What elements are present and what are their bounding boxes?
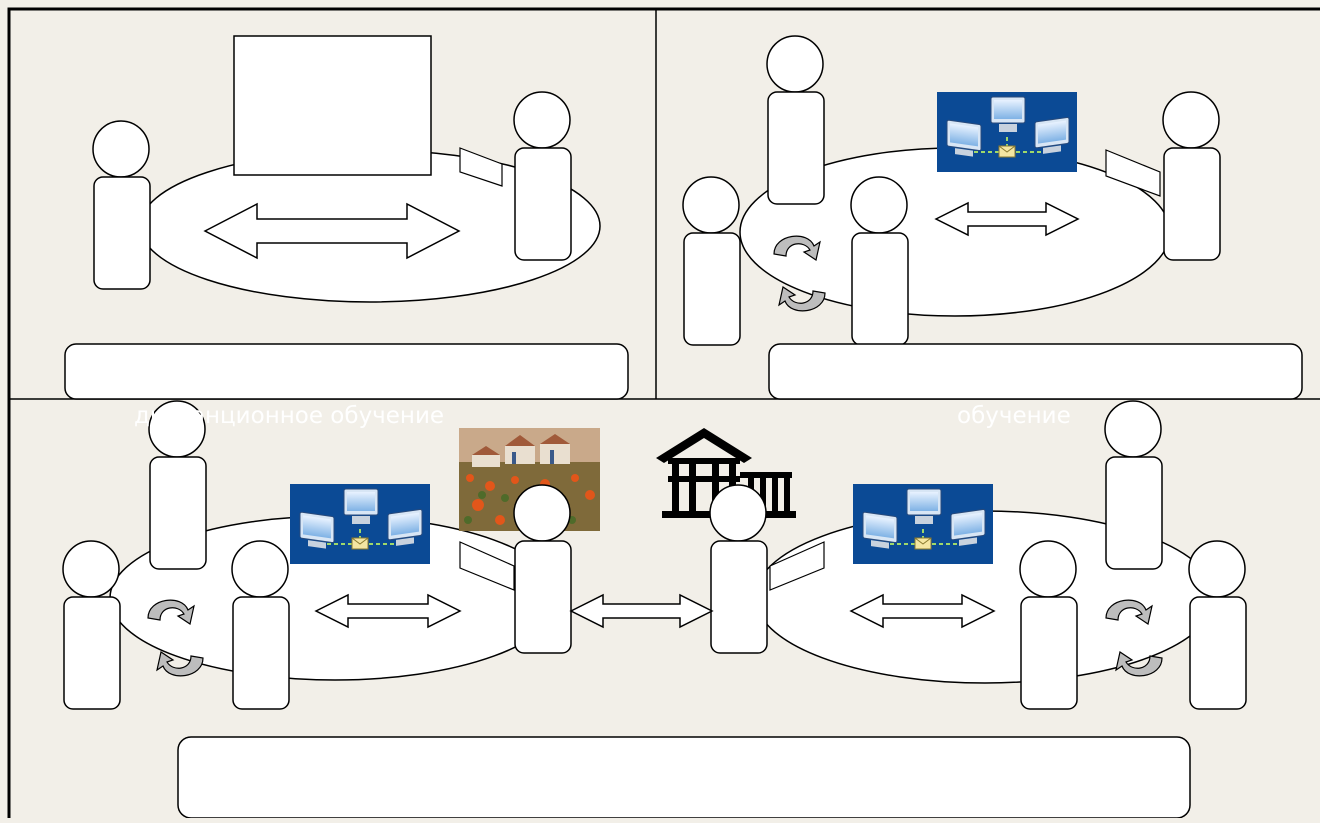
double-arrow-icon [849, 593, 996, 629]
double-arrow-icon [203, 202, 461, 260]
double-arrow-icon [569, 593, 714, 629]
panel-top-left [64, 35, 629, 400]
caption-learning: обучение [957, 403, 1071, 429]
person-figure [231, 540, 290, 710]
board-rectangle [233, 35, 432, 176]
person-figure [1162, 91, 1221, 261]
person-figure [1188, 540, 1247, 710]
label-box [64, 343, 629, 400]
double-arrow-icon [314, 593, 462, 629]
label-box [177, 736, 1191, 819]
person-figure [682, 176, 741, 346]
person-figure [62, 540, 121, 710]
chair-back [459, 541, 515, 591]
chair-back [769, 541, 825, 591]
person-figure [92, 120, 151, 290]
chair-back [1105, 149, 1161, 197]
person-figure [766, 35, 825, 205]
network-computers-icon [289, 483, 431, 565]
caption-distance-learning: дистанционное обучение [134, 403, 444, 429]
panel-bottom [62, 400, 1247, 819]
panel-top-right [682, 35, 1303, 400]
person-figure [513, 91, 572, 261]
double-arrow-icon [934, 201, 1080, 237]
chair-back [459, 147, 503, 187]
person-figure [1019, 540, 1078, 710]
network-computers-icon [936, 91, 1078, 173]
network-computers-icon [852, 483, 994, 565]
person-figure [1104, 400, 1163, 570]
label-box [768, 343, 1303, 400]
person-figure [513, 484, 572, 654]
person-figure [850, 176, 909, 346]
outer-frame [7, 7, 1320, 823]
person-figure [709, 484, 768, 654]
